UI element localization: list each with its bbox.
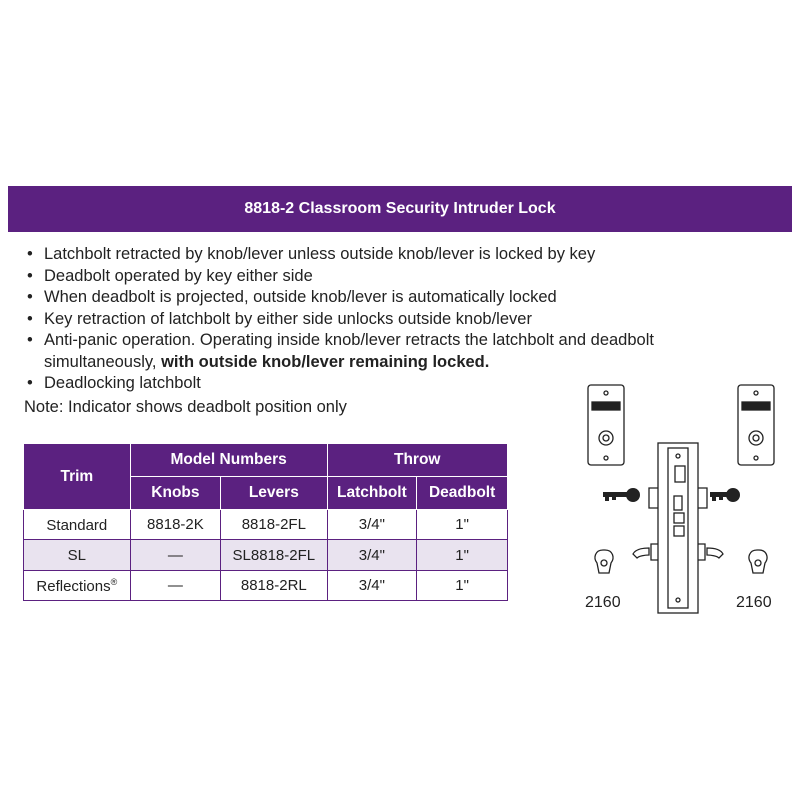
left-cylinder-label: 2160 [585, 594, 621, 611]
header-levers: Levers [220, 476, 328, 510]
bullet-symbol: • [27, 266, 33, 285]
left-cylinder-icon [594, 549, 614, 574]
feature-item: • Deadlocking latchbolt [24, 373, 764, 395]
feature-text: Key retraction of latchbolt by either si… [44, 309, 532, 328]
feature-item: • Key retraction of latchbolt by either s… [24, 309, 764, 331]
bullet-symbol: • [27, 309, 33, 328]
levers-cell: SL8818-2FL [220, 539, 328, 571]
bullet-symbol: • [27, 331, 33, 349]
knobs-cell: — [129, 570, 222, 601]
latchbolt-cell: 3/4" [326, 509, 418, 540]
trim-cell: Standard [23, 509, 131, 540]
deadbolt-cell: 1" [416, 539, 508, 571]
right-cylinder-label: 2160 [736, 594, 772, 611]
header-deadbolt: Deadbolt [416, 476, 508, 510]
bullet-symbol: • [27, 245, 33, 263]
latchbolt-cell: 3/4" [326, 539, 418, 571]
header-knobs: Knobs [129, 476, 222, 510]
mortise-lock-icon [632, 442, 724, 614]
right-cylinder-icon [748, 549, 768, 574]
header-trim: Trim [23, 443, 131, 510]
header-throw: Throw [326, 443, 509, 477]
feature-item: • When deadbolt is projected, outside kno… [24, 287, 764, 309]
feature-bold-text: with outside knob/lever remaining locked… [161, 352, 490, 371]
knobs-cell: 8818-2K [129, 509, 222, 540]
latchbolt-cell: 3/4" [326, 570, 418, 601]
feature-text: When deadbolt is projected, outside knob… [44, 288, 557, 306]
banner-title: 8818-2 Classroom Security Intruder Lock [244, 200, 556, 217]
feature-item: • Deadbolt operated by key either side [24, 266, 764, 288]
left-key-icon [603, 488, 640, 502]
bullet-symbol: • [27, 374, 33, 392]
deadbolt-cell: 1" [416, 570, 508, 601]
model-table: Trim Model Numbers Throw Knobs Levers La… [23, 443, 509, 601]
feature-item: • Latchbolt retracted by knob/lever unles… [24, 244, 764, 266]
header-latchbolt: Latchbolt [326, 476, 418, 510]
left-escutcheon-icon [587, 384, 625, 466]
table-row: SL — SL8818-2FL 3/4" 1" [23, 539, 508, 571]
feature-item: • Anti-panic operation. Operating inside … [24, 330, 764, 373]
trim-cell: Reflections® [23, 570, 131, 601]
feature-text: Anti-panic operation. Operating inside k… [44, 331, 654, 371]
levers-cell: 8818-2FL [220, 509, 328, 540]
lock-diagram [587, 384, 775, 614]
note-text: Note: Indicator shows deadbolt position … [24, 398, 347, 416]
trim-cell: SL [23, 539, 131, 571]
header-model-numbers: Model Numbers [129, 443, 328, 477]
table-row: Reflections® — 8818-2RL 3/4" 1" [23, 570, 508, 601]
feature-text: Deadlocking latchbolt [44, 374, 201, 392]
right-escutcheon-icon [737, 384, 775, 466]
deadbolt-cell: 1" [416, 509, 508, 540]
table-row: Standard 8818-2K 8818-2FL 3/4" 1" [23, 509, 508, 540]
levers-cell: 8818-2RL [220, 570, 328, 601]
title-banner: 8818-2 Classroom Security Intruder Lock [8, 186, 792, 232]
knobs-cell: — [129, 539, 222, 571]
right-key-icon [710, 488, 740, 502]
feature-list: • Latchbolt retracted by knob/lever unles… [24, 244, 764, 395]
feature-text: Deadbolt operated by key either side [44, 266, 313, 285]
bullet-symbol: • [27, 288, 33, 306]
feature-text: Latchbolt retracted by knob/lever unless… [44, 245, 596, 263]
